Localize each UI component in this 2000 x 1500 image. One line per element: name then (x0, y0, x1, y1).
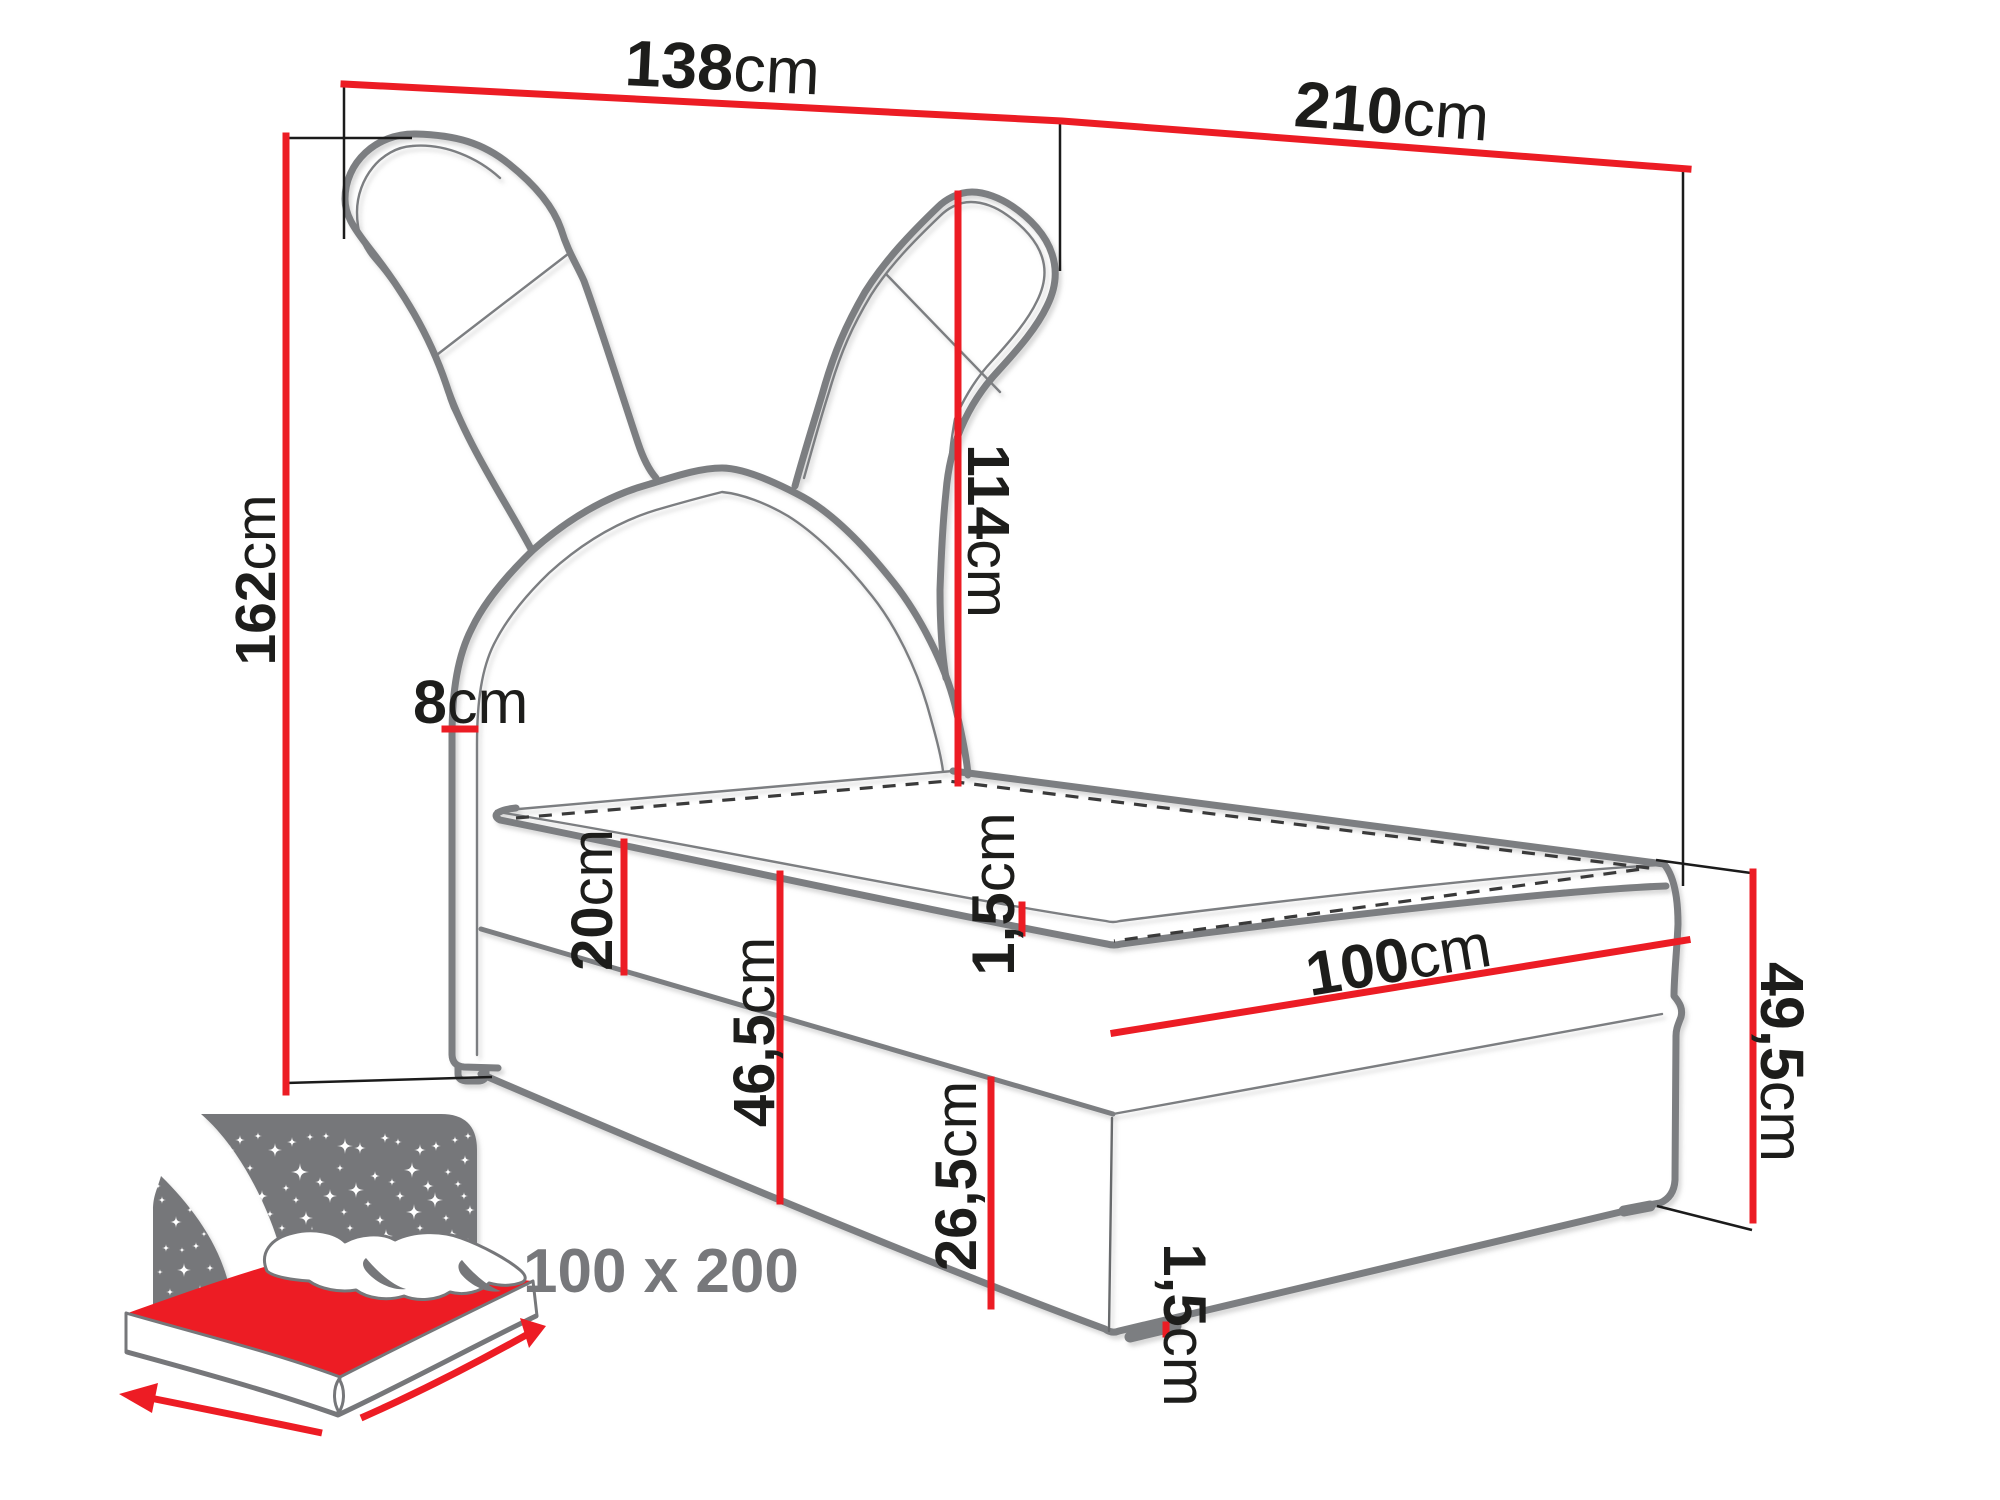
svg-text:26,5cm: 26,5cm (924, 1081, 989, 1271)
svg-text:8cm: 8cm (413, 668, 528, 736)
svg-text:20cm: 20cm (560, 829, 625, 971)
svg-text:46,5cm: 46,5cm (722, 937, 787, 1127)
svg-text:100 x 200: 100 x 200 (523, 1237, 799, 1306)
svg-text:1,5cm: 1,5cm (1151, 1243, 1218, 1406)
svg-text:162cm: 162cm (224, 494, 288, 665)
svg-text:114cm: 114cm (955, 444, 1021, 618)
svg-text:138cm: 138cm (623, 26, 821, 108)
svg-text:49,5cm: 49,5cm (1748, 962, 1816, 1162)
svg-text:210cm: 210cm (1292, 67, 1492, 154)
svg-text:1,5cm: 1,5cm (960, 812, 1027, 975)
